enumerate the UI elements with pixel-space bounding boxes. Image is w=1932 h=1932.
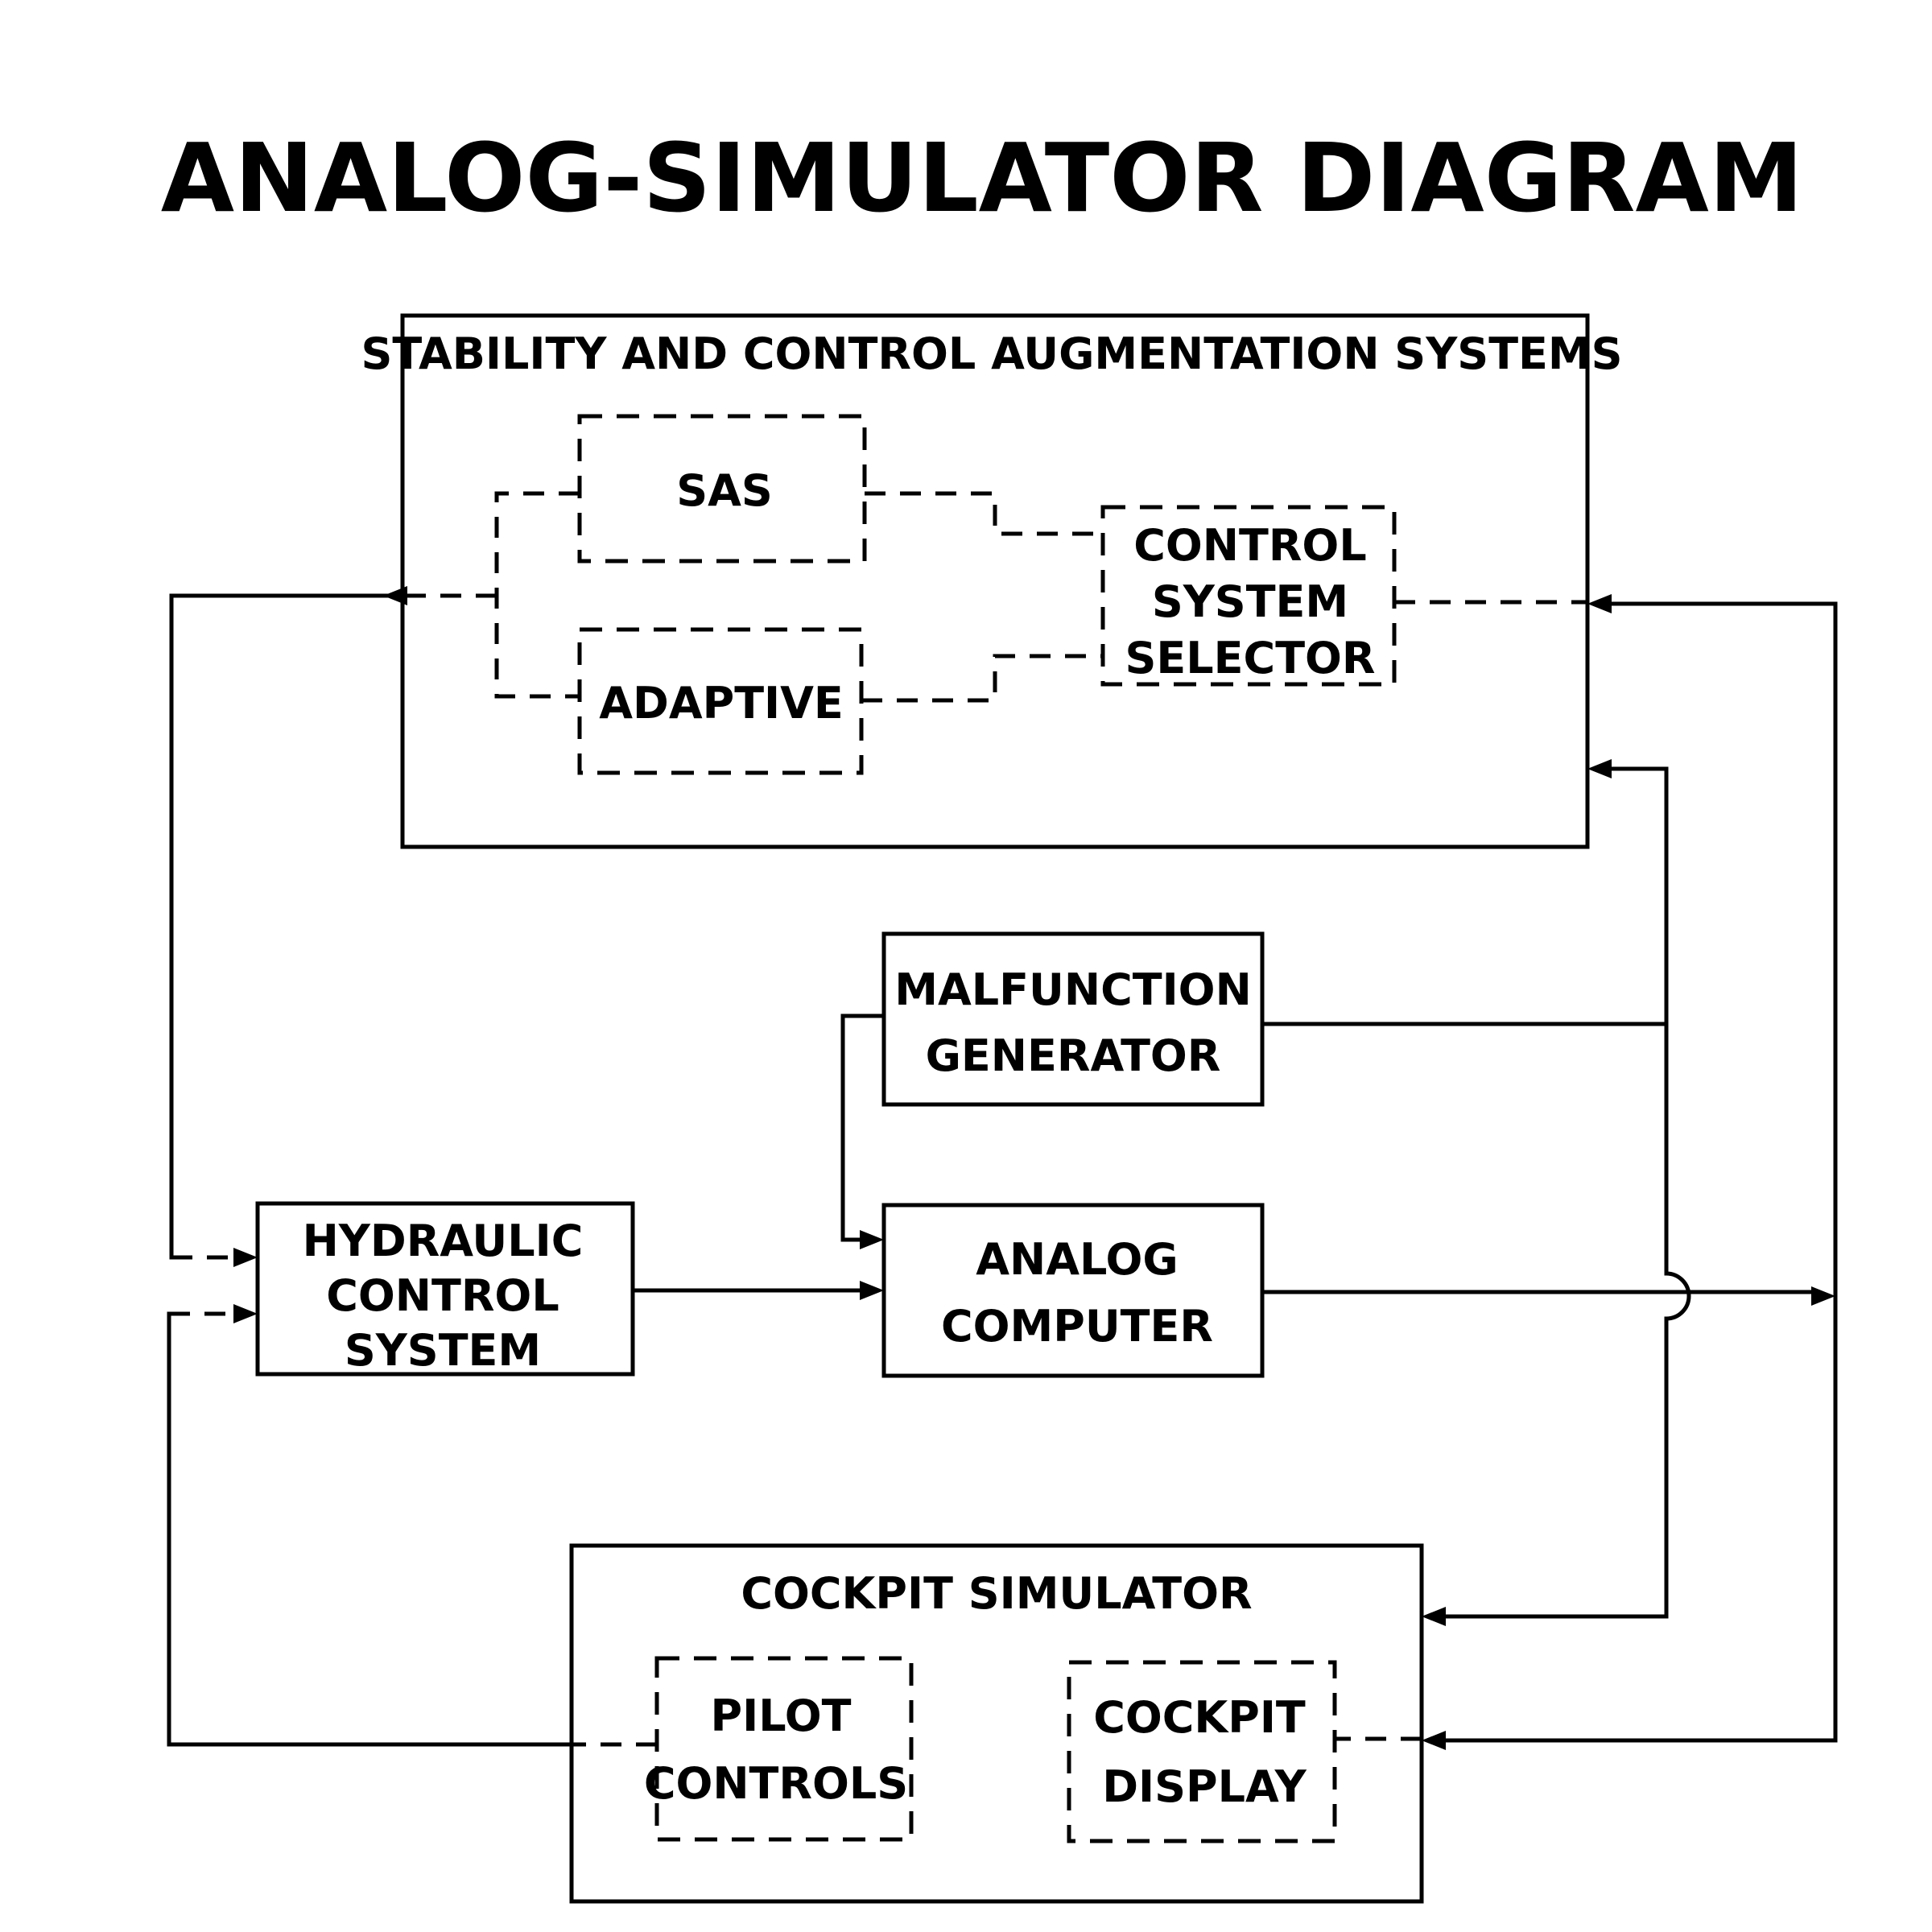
sas-block: SAS (577, 414, 867, 564)
connections (167, 586, 1838, 1750)
cockpit-display-line-2: DISPLAY (1102, 1761, 1307, 1812)
malfunction-generator-line-1: MALFUNCTION (894, 964, 1252, 1015)
scas-block: STABILITY AND CONTROL AUGMENTATION SYSTE… (361, 313, 1623, 849)
arrow-cockpit-display-input (1422, 1731, 1446, 1750)
hydraulic-control-system-line-1: HYDRAULIC (303, 1216, 584, 1266)
analog-computer-line-2: COMPUTER (941, 1301, 1213, 1352)
cockpit-simulator-label: COCKPIT SIMULATOR (741, 1568, 1252, 1619)
arrow-cockpit-simulator-input (1422, 1607, 1446, 1626)
control-system-selector-block: CONTROL SYSTEM SELECTOR (1100, 505, 1397, 687)
scas-internal-links (402, 491, 1587, 703)
adaptive-label: ADAPTIVE (599, 678, 844, 729)
malfunction-generator-line-2: GENERATOR (926, 1030, 1221, 1081)
arrow-analog-computer-input (860, 1281, 884, 1300)
sas-label: SAS (676, 465, 773, 516)
control-system-selector-line-1: CONTROL (1133, 520, 1366, 571)
pilot-controls-block: PILOT CONTROLS (644, 1656, 914, 1842)
cockpit-display-block: COCKPIT DISPLAY (1067, 1660, 1337, 1843)
hydraulic-control-system-line-3: SYSTEM (345, 1325, 541, 1376)
hydraulic-control-system-block: HYDRAULIC CONTROL SYSTEM (255, 1201, 635, 1377)
hydraulic-control-system-line-2: CONTROL (326, 1270, 559, 1321)
control-system-selector-line-3: SELECTOR (1125, 633, 1375, 683)
cockpit-display-line-1: COCKPIT (1093, 1692, 1306, 1743)
arrow-malfunction-to-analog (860, 1230, 884, 1249)
control-system-selector-line-2: SYSTEM (1152, 576, 1348, 627)
arrow-scas-lower-input (1587, 759, 1612, 778)
scas-label: STABILITY AND CONTROL AUGMENTATION SYSTE… (361, 328, 1622, 379)
adaptive-block: ADAPTIVE (577, 627, 864, 775)
analog-computer-line-1: ANALOG (976, 1234, 1179, 1285)
malfunction-generator-block: MALFUNCTION GENERATOR (881, 931, 1265, 1107)
arrow-hydraulic-lower-input (233, 1304, 258, 1323)
diagram-title: ANALOG-SIMULATOR DIAGRAM (161, 122, 1803, 233)
arrow-scas-upper-input (1587, 594, 1612, 613)
arrow-analog-computer-output (1811, 1286, 1835, 1306)
analog-computer-block: ANALOG COMPUTER (881, 1203, 1265, 1378)
arrow-scas-left-output (383, 586, 407, 605)
pilot-controls-line-1: PILOT (711, 1690, 852, 1741)
arrow-hydraulic-upper-input (233, 1248, 258, 1267)
pilot-controls-line-2: CONTROLS (644, 1758, 908, 1809)
cockpit-simulator-block: COCKPIT SIMULATOR PILOT CONTROLS COCKPIT… (569, 1543, 1424, 1904)
